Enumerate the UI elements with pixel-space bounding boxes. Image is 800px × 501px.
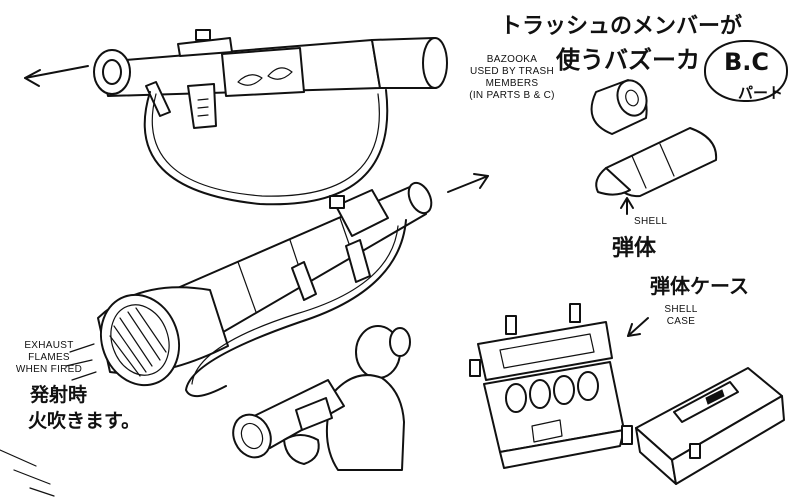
shell-drawings <box>590 79 718 215</box>
shell-label: SHELL <box>634 216 668 227</box>
direction-arrow-right <box>447 175 489 193</box>
case-pointer-arrow <box>627 317 649 337</box>
shell-case-closed <box>621 367 785 485</box>
title-line-2: 使うバズーカ <box>556 46 700 74</box>
bazooka-label: BAZOOKA USED BY TRASH MEMBERS (IN PARTS … <box>469 54 555 101</box>
bazooka-side-view <box>24 29 448 206</box>
shell-case-open <box>469 303 649 469</box>
parts-code: B.C <box>724 48 770 76</box>
parts-word: パート <box>738 84 784 102</box>
direction-arrow-left <box>24 65 89 79</box>
shell-case-label: SHELL CASE <box>664 304 698 327</box>
bazooka-perspective-view <box>97 173 489 397</box>
title-line-1: トラッシュのメンバーが <box>500 14 743 39</box>
exhaust-label-jp-2: 火吹きます。 <box>28 410 141 432</box>
parts-bracket <box>704 40 788 102</box>
exhaust-flame-lines <box>0 343 97 497</box>
exhaust-label: EXHAUST FLAMES WHEN FIRED <box>15 340 83 375</box>
shell-label-jp: 弾体 <box>612 236 657 261</box>
figure-firing-bazooka <box>232 325 411 471</box>
shell-case-label-jp: 弾体ケース <box>650 274 749 298</box>
exhaust-label-jp-1: 発射時 <box>30 384 88 406</box>
